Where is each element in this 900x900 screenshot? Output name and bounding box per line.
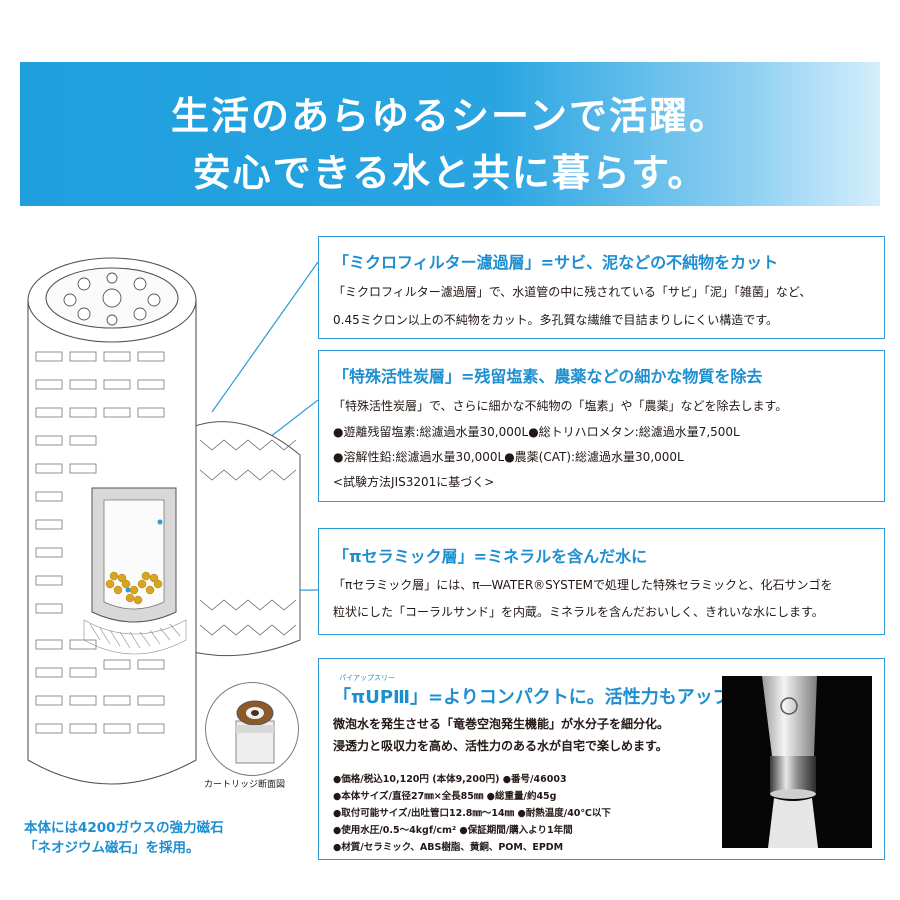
- pi-ceramic-text-2: 粒状にした「コーラルサンド」を内蔵。ミネラルを含んだおいしく、きれいな水にします…: [333, 605, 824, 619]
- filter-cartridge-illustration: [27, 257, 319, 785]
- outer-sleeve: [184, 421, 301, 657]
- activated-carbon-text: 「特殊活性炭層」で、さらに細かな不純物の「塩素」や「農薬」などを除去します。: [333, 399, 788, 413]
- cutaway-window: [91, 487, 177, 623]
- magnet-caption-1: 本体には4200ガウスの強力磁石: [24, 820, 224, 836]
- pi-ceramic-title: 「πセラミック層」=ミネラルを含んだ水に: [333, 547, 648, 566]
- magnet-caption-2: 「ネオジウム磁石」を採用。: [24, 840, 200, 856]
- spec-material: ●材質/セラミック、ABS樹脂、黄銅、POM、EPDM: [333, 842, 564, 853]
- cross-section-label: カートリッジ断面図: [204, 780, 286, 790]
- pi-ceramic-layer-box: 「πセラミック層」=ミネラルを含んだ水に 「πセラミック層」には、π―WATER…: [318, 528, 885, 635]
- spec-pressure: ●使用水圧/0.5〜4kgf/cm² ●保証期間/購入より1年間: [333, 825, 573, 836]
- spec-price: ●価格/税込10,120円 (本体9,200円) ●番号/46003: [333, 774, 567, 785]
- pi-up-three-title: 「πUPⅢ」=よりコンパクトに。活性力もアップ。: [333, 687, 749, 708]
- pleated-filter: [199, 439, 297, 636]
- micro-filter-text-1: 「ミクロフィルター濾過層」で、水道管の中に残されている「サビ」「泥」「雑菌」など…: [333, 285, 812, 299]
- spec-size: ●本体サイズ/直径27㎜×全長85㎜ ●総重量/約45g: [333, 791, 557, 802]
- product-ruby: パイアップスリー: [339, 674, 395, 682]
- header-banner: 生活のあらゆるシーンで活躍。 安心できる水と共に暮らす。: [20, 62, 880, 206]
- pi-up-desc-2: 浸透力と吸収力を高め、活性力のある水が自宅で楽しめます。: [333, 739, 668, 753]
- mesh-ring: [83, 619, 187, 655]
- banner-headline-1: 生活のあらゆるシーンで活躍。: [170, 93, 730, 138]
- top-holes: [63, 272, 161, 326]
- grille-slots: [35, 351, 165, 734]
- cross-section-icon: [235, 700, 275, 764]
- activated-carbon-layer-box: 「特殊活性炭層」=残留塩素、農薬などの細かな物質を除去 「特殊活性炭層」で、さら…: [318, 350, 885, 502]
- test-method-note: <試験方法JIS3201に基づく>: [333, 475, 495, 489]
- cross-section-inset: [205, 682, 299, 776]
- spec-fit: ●取付可能サイズ/出吐管口12.8㎜〜14㎜ ●耐熱温度/40℃以下: [333, 808, 611, 819]
- pi-ceramic-text-1: 「πセラミック層」には、π―WATER®SYSTEMで処理した特殊セラミックと、…: [333, 578, 833, 592]
- banner-headline-2: 安心できる水と共に暮らす。: [192, 150, 708, 195]
- carbon-spec-1: ●遊離残留塩素:総濾過水量30,000L●総トリハロメタン:総濾過水量7,500…: [333, 425, 740, 439]
- carbon-spec-2: ●溶解性鉛:総濾過水量30,000L●農薬(CAT):総濾過水量30,000L: [333, 450, 684, 464]
- micro-filter-title: 「ミクロフィルター濾過層」=サビ、泥などの不純物をカット: [333, 253, 779, 272]
- micro-filter-text-2: 0.45ミクロン以上の不純物をカット。多孔質な繊維で目詰まりしにくい構造です。: [333, 313, 779, 327]
- activated-carbon-title: 「特殊活性炭層」=残留塩素、農薬などの細かな物質を除去: [333, 367, 763, 386]
- micro-filter-layer-box: 「ミクロフィルター濾過層」=サビ、泥などの不純物をカット 「ミクロフィルター濾過…: [318, 236, 885, 339]
- pi-up-desc-1: 微泡水を発生させる「竜巻空泡発生機能」が水分子を細分化。: [333, 717, 670, 731]
- faucet-product-photo: [722, 676, 872, 848]
